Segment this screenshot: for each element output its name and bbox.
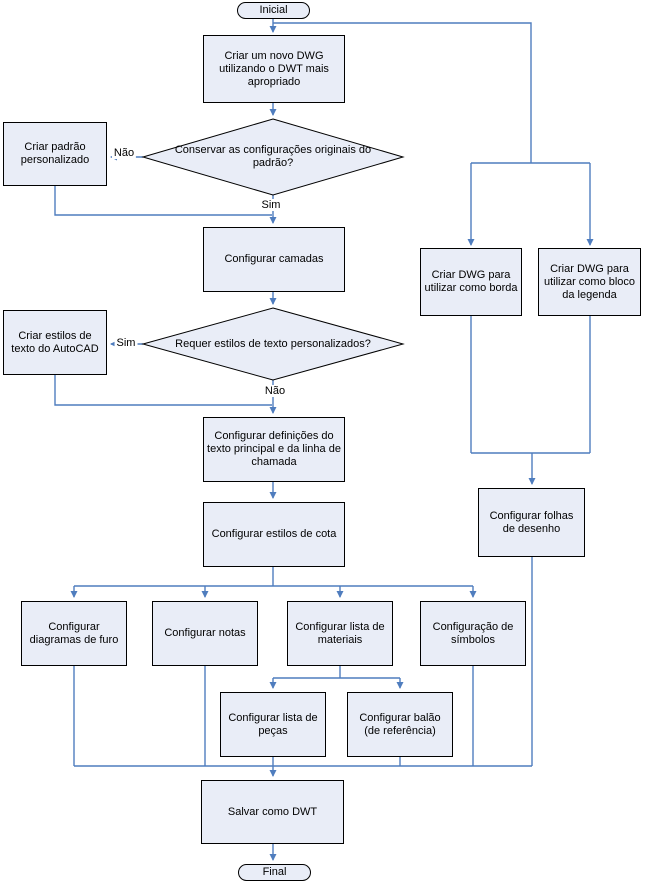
- edge-label-sim-1: Sim: [259, 199, 283, 211]
- node-salvar-como-dwt: Salvar como DWT: [201, 780, 344, 844]
- edge-start-branch-right: [273, 22, 532, 163]
- node-criar-dwg-bloco-legenda: Criar DWG para utilizar como bloco da le…: [538, 248, 641, 316]
- node-criar-dwg-borda: Criar DWG para utilizar como borda: [420, 248, 522, 316]
- node-configurar-lista-materiais: Configurar lista de materiais: [287, 601, 393, 666]
- edge-estilos-merge: [54, 375, 272, 406]
- node-configurar-lista-pecas: Configurar lista de peças: [220, 692, 326, 757]
- edge-label-nao-2: Não: [262, 385, 288, 397]
- node-configurar-camadas: Configurar camadas: [203, 227, 345, 292]
- node-configuracao-simbolos: Configuração de símbolos: [420, 601, 526, 666]
- terminator-inicial: Inicial: [237, 2, 310, 19]
- node-configurar-estilos-cota: Configurar estilos de cota: [203, 502, 345, 567]
- node-criar-novo-dwg: Criar um novo DWG utilizando o DWT mais …: [203, 35, 345, 103]
- node-configurar-notas: Configurar notas: [152, 601, 258, 666]
- edge-label-nao-1: Não: [111, 147, 137, 159]
- node-configurar-definicoes-texto: Configurar definições do texto principal…: [203, 417, 345, 482]
- node-configurar-folhas-desenho: Configurar folhas de desenho: [478, 488, 585, 557]
- node-configurar-balao: Configurar balão (de referência): [347, 692, 453, 757]
- node-criar-padrao-personalizado: Criar padrão personalizado: [3, 122, 107, 186]
- decision-conservar-shape: [141, 118, 405, 196]
- edge-padrao-merge: [54, 186, 272, 216]
- node-criar-estilos-texto-autocad: Criar estilos de texto do AutoCAD: [3, 310, 107, 375]
- terminator-final: Final: [238, 864, 311, 881]
- edge-label-sim-2: Sim: [114, 337, 138, 349]
- node-configurar-diagramas-furo: Configurar diagramas de furo: [21, 601, 127, 666]
- decision-requer-estilos-shape: [141, 307, 405, 381]
